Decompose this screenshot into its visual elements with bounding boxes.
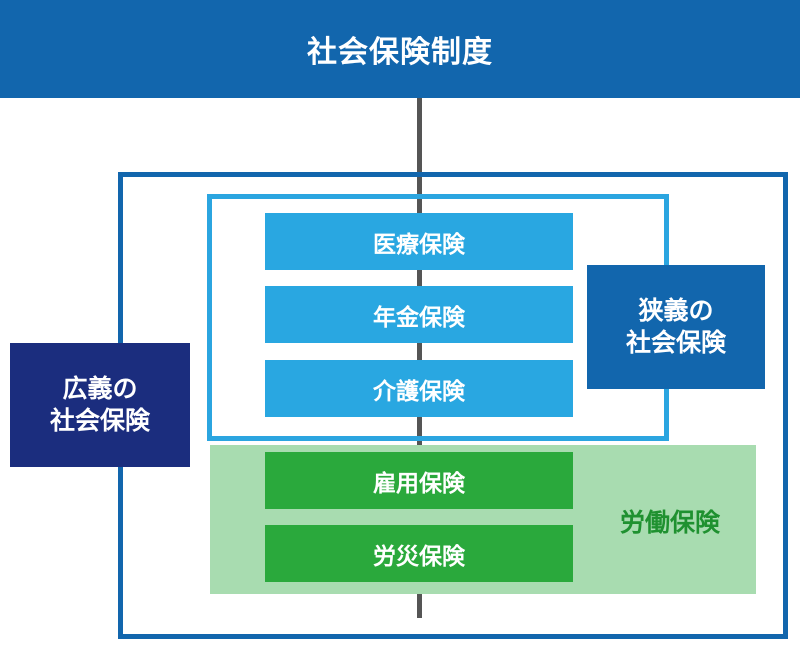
labor-insurance-label: 労働保険 (619, 508, 720, 537)
narrow-label-line1: 狭義の (638, 295, 714, 325)
narrow-label-line2: 社会保険 (625, 328, 726, 357)
connector-line (417, 98, 422, 618)
employment-insurance-box: 雇用保険 (265, 452, 573, 509)
broad-label-line2: 社会保険 (49, 406, 150, 435)
narrow-social-insurance-label: 狭義の 社会保険 (587, 265, 765, 389)
broad-label-line1: 広義の (62, 373, 138, 403)
broad-social-insurance-label: 広義の 社会保険 (10, 343, 190, 467)
pension-insurance-box: 年金保険 (265, 286, 573, 343)
nursing-care-insurance-box: 介護保険 (265, 360, 573, 417)
diagram-title: 社会保険制度 (0, 0, 800, 98)
workers-compensation-insurance-box: 労災保険 (265, 525, 573, 582)
medical-insurance-box: 医療保険 (265, 213, 573, 270)
